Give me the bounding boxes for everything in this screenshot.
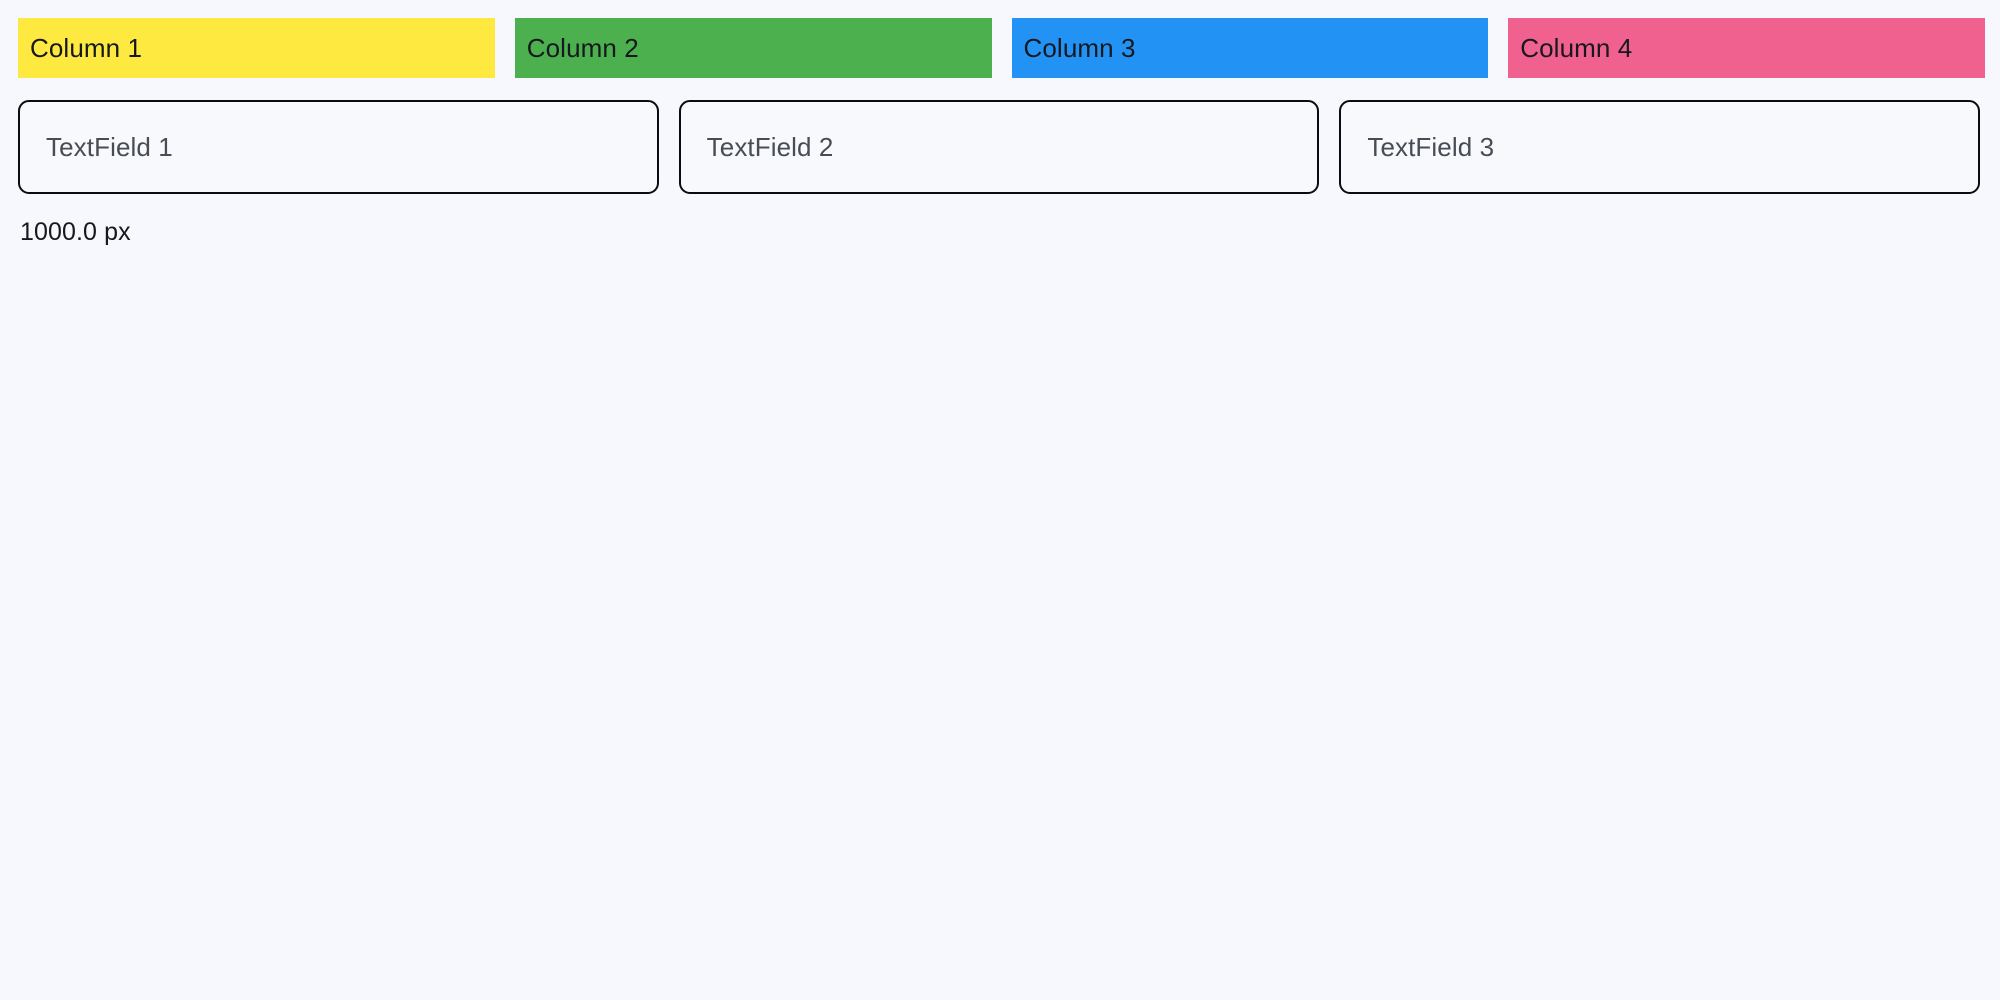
fields-row: TextField 1 TextField 2 TextField 3 xyxy=(18,100,1981,194)
text-field-1[interactable]: TextField 1 xyxy=(18,100,659,194)
column-bar-1[interactable]: Column 1 xyxy=(18,18,495,78)
empty-canvas-area xyxy=(18,245,1985,1000)
column-bar-3[interactable]: Column 3 xyxy=(1011,18,1489,78)
text-field-3-placeholder: TextField 3 xyxy=(1367,132,1495,162)
column-bar-2-label: Column 2 xyxy=(526,33,639,63)
column-bar-4-label: Column 4 xyxy=(1520,33,1633,63)
column-bar-4[interactable]: Column 4 xyxy=(1508,18,1985,78)
size-readout-label: 1000.0 px xyxy=(20,218,131,246)
text-field-2[interactable]: TextField 2 xyxy=(678,100,1320,194)
text-field-3[interactable]: TextField 3 xyxy=(1339,100,1981,194)
columns-row: Column 1 Column 2 Column 3 Column 4 xyxy=(18,18,1985,78)
column-bar-2[interactable]: Column 2 xyxy=(514,18,992,78)
text-field-2-placeholder: TextField 2 xyxy=(706,132,834,162)
text-field-1-placeholder: TextField 1 xyxy=(46,132,173,162)
column-bar-1-label: Column 1 xyxy=(30,33,143,63)
column-bar-3-label: Column 3 xyxy=(1023,33,1136,63)
